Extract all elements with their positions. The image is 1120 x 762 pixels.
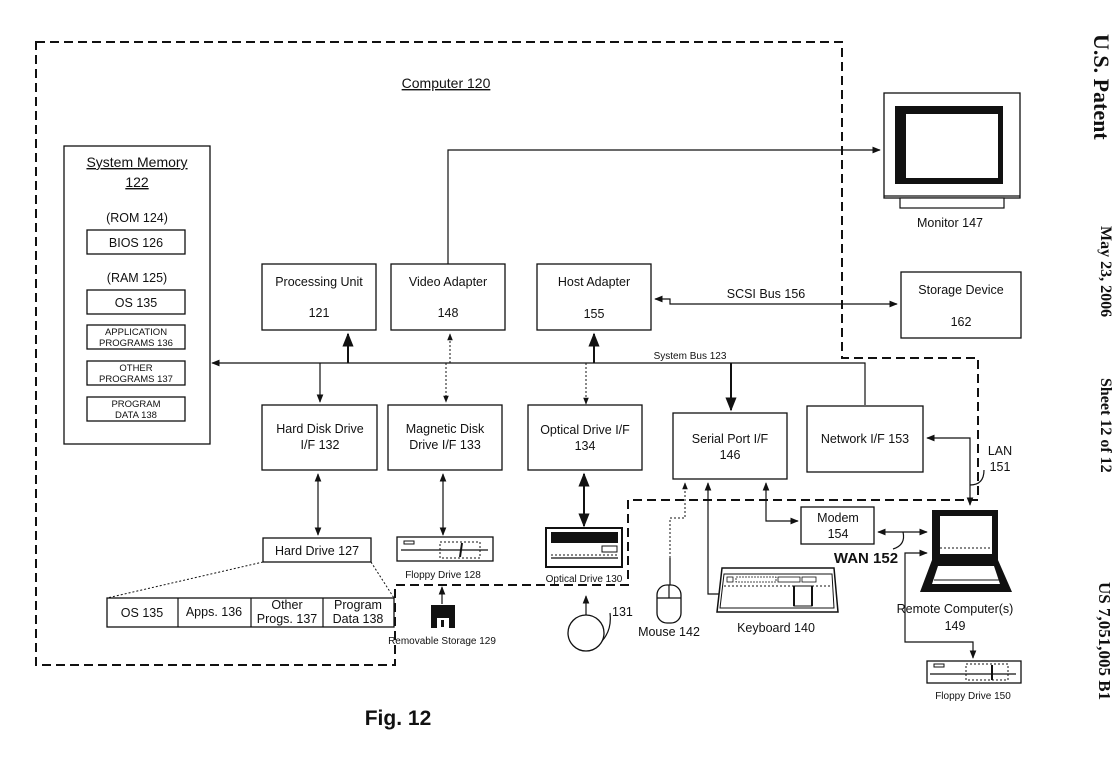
- mouse-label: Mouse 142: [638, 625, 700, 639]
- system-memory-title: System Memory: [86, 154, 187, 170]
- figure-label: Fig. 12: [365, 707, 432, 730]
- wan-label: WAN 152: [834, 550, 898, 567]
- host-adapter-label: Host Adapter: [558, 275, 630, 289]
- app-programs-line2: PROGRAMS 136: [99, 338, 173, 349]
- floppy-150-label: Floppy Drive 150: [935, 691, 1011, 702]
- serial-to-modem-line: [762, 482, 799, 525]
- os-block: OS 135: [115, 296, 157, 310]
- partition-os: OS 135: [121, 606, 163, 620]
- wan-leader-line: [892, 531, 905, 550]
- host-adapter: Host Adapter 155: [536, 263, 652, 331]
- hard-drive: Hard Drive 127 OS 135 Apps. 136 Other Pr…: [106, 537, 395, 628]
- system-bus-line: [214, 362, 866, 405]
- remote-computer-label: Remote Computer(s): [897, 602, 1014, 616]
- patent-date: May 23, 2006: [1097, 226, 1114, 318]
- other-programs-line1: OTHER: [119, 363, 152, 374]
- floppy-disk-icon: [431, 605, 455, 628]
- video-adapter-number: 148: [438, 306, 459, 320]
- remote-computer-number: 149: [945, 619, 966, 633]
- other-programs-line2: PROGRAMS 137: [99, 374, 173, 385]
- ram-label: (RAM 125): [107, 271, 167, 285]
- hdd-if-number: I/F 132: [301, 438, 340, 452]
- modem-number: 154: [828, 527, 849, 541]
- mouse-icon: [656, 584, 682, 624]
- floppy-drive-150-icon: [926, 660, 1022, 684]
- optical-130-label: Optical Drive 130: [546, 574, 623, 585]
- patent-publication: U.S. Patent: [1089, 34, 1114, 140]
- magnetic-disk-drive-interface: Magnetic Disk Drive I/F 133: [387, 404, 503, 471]
- opt-if-number: 134: [575, 439, 596, 453]
- video-adapter-label: Video Adapter: [409, 275, 487, 289]
- serial-if-label: Serial Port I/F: [692, 432, 769, 446]
- system-memory-number: 122: [125, 174, 149, 190]
- partition-other-line2: Progs. 137: [257, 612, 318, 626]
- bios-block: BIOS 126: [109, 236, 163, 250]
- optical-drive-130-icon: [545, 527, 623, 568]
- app-programs-line1: APPLICATION: [105, 327, 167, 338]
- removable-storage-label: Removable Storage 129: [388, 636, 496, 647]
- patent-number: US 7,051,005 B1: [1095, 582, 1114, 701]
- storage-device: Storage Device 162: [900, 271, 1022, 339]
- partition-data-line2: Data 138: [333, 612, 384, 626]
- keyboard-label: Keyboard 140: [737, 621, 815, 635]
- modem-label: Modem: [817, 511, 859, 525]
- storage-device-label: Storage Device: [918, 283, 1004, 297]
- patent-sheet: Sheet 12 of 12: [1097, 378, 1114, 473]
- program-data-line1: PROGRAM: [111, 399, 160, 410]
- keyboard-to-serial-line: [704, 482, 720, 595]
- remote-to-floppy-line: [904, 549, 977, 659]
- mouse-to-serial-line: [669, 482, 688, 558]
- optical-drive-interface: Optical Drive I/F 134: [527, 404, 643, 471]
- hard-drive-label: Hard Drive 127: [275, 544, 359, 558]
- video-adapter: Video Adapter 148: [390, 263, 506, 331]
- laptop-icon: [920, 510, 1012, 592]
- floppy-128-label: Floppy Drive 128: [405, 570, 481, 581]
- serial-port-interface: Serial Port I/F 146: [672, 412, 788, 480]
- rom-label: (ROM 124): [106, 211, 168, 225]
- monitor-icon: [883, 92, 1021, 209]
- scsi-bus-line: [654, 295, 898, 308]
- hdd-if-label: Hard Disk Drive: [276, 422, 364, 436]
- partition-other-line1: Other: [271, 598, 302, 612]
- network-if-label: Network I/F 153: [821, 432, 909, 446]
- partition-data-line1: Program: [334, 598, 382, 612]
- opt-if-label: Optical Drive I/F: [540, 423, 630, 437]
- lan-leader-line: [969, 469, 985, 486]
- modem: Modem 154: [800, 506, 875, 545]
- system-memory: System Memory 122 (ROM 124) BIOS 126 (RA…: [63, 145, 211, 445]
- lan-label: LAN: [988, 444, 1012, 458]
- lan-line: [926, 434, 974, 506]
- processing-unit-number: 121: [309, 306, 330, 320]
- keyboard-icon: [716, 567, 839, 613]
- serial-if-number: 146: [720, 448, 741, 462]
- mag-if-label: Magnetic Disk: [406, 422, 485, 436]
- optical-disc-icon: [567, 614, 605, 652]
- monitor-label: Monitor 147: [917, 216, 983, 230]
- lan-number: 151: [990, 460, 1011, 474]
- computer-boundary: [35, 41, 979, 666]
- computer-title: Computer 120: [402, 75, 491, 91]
- disc-label: 131: [612, 605, 633, 619]
- network-interface: Network I/F 153: [806, 405, 924, 473]
- partition-apps: Apps. 136: [186, 605, 242, 619]
- host-adapter-number: 155: [584, 307, 605, 321]
- hard-disk-drive-interface: Hard Disk Drive I/F 132: [261, 404, 378, 471]
- mag-if-number: Drive I/F 133: [409, 438, 481, 452]
- scsi-bus-label: SCSI Bus 156: [727, 287, 806, 301]
- system-bus-label: System Bus 123: [654, 351, 727, 362]
- disc-leader-line: [601, 612, 611, 642]
- floppy-drive-128-icon: [396, 536, 494, 562]
- processing-unit: Processing Unit 121: [261, 263, 377, 331]
- video-to-monitor-line: [447, 146, 881, 264]
- program-data-line2: DATA 138: [115, 410, 157, 421]
- storage-device-number: 162: [951, 315, 972, 329]
- processing-unit-label: Processing Unit: [275, 275, 363, 289]
